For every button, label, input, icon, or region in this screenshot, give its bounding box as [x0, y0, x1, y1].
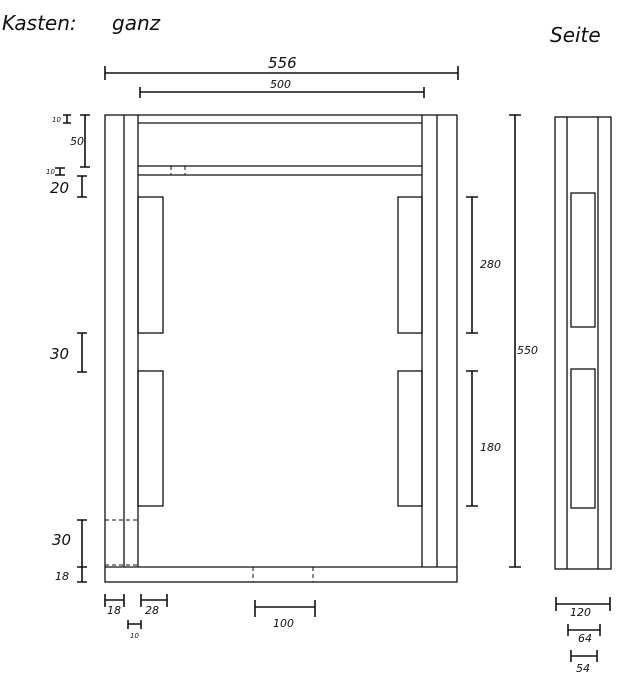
dimension-label: 30: [50, 345, 69, 363]
dimension-line: [104, 66, 459, 80]
side-frame: [554, 116, 612, 570]
left-panel-upper: [137, 196, 164, 334]
dimension-label: 28: [145, 604, 159, 617]
dimension-label: 10: [52, 116, 61, 124]
dimension-line: [509, 114, 521, 568]
dimension-label: 30: [52, 531, 71, 549]
dimension-label: 20: [50, 179, 69, 197]
dimension-label: 280: [480, 258, 501, 271]
dimension-line: [127, 620, 142, 629]
dimension-line: [104, 594, 125, 607]
dimension-label: 180: [480, 441, 501, 454]
dimension-line: [466, 370, 478, 507]
variant-label: ganz: [112, 11, 161, 35]
dimension-label: 550: [517, 344, 538, 357]
dimension-line: [555, 597, 611, 611]
dimension-line: [77, 332, 87, 373]
dimension-line: [254, 600, 316, 617]
dimension-line: [466, 196, 478, 334]
side-panel-upper: [570, 192, 596, 328]
dimension-line: [63, 114, 71, 124]
dimension-label: 64: [578, 632, 592, 645]
dimension-label: 54: [576, 662, 590, 675]
dimension-label: 50: [70, 135, 84, 148]
dimension-line: [55, 167, 65, 176]
side-panel-lower: [570, 368, 596, 509]
dimensions: 556 500 10 50 10 20 30 30 18 280 180 550…: [46, 54, 538, 640]
dimension-line: [80, 114, 90, 168]
dimension-label: 100: [273, 617, 294, 630]
dimension-label: 120: [570, 606, 591, 619]
dimension-line: [139, 87, 425, 98]
dimension-line: [77, 175, 87, 198]
dimension-label: 10: [46, 168, 55, 176]
dimension-label: 500: [270, 78, 291, 91]
dimension-line: [140, 594, 168, 607]
side-title: Seite: [550, 23, 601, 47]
dimension-label: 556: [268, 54, 297, 72]
dimension-label: 10: [130, 632, 139, 640]
left-panel-lower: [137, 370, 164, 507]
dimension-line: [77, 567, 87, 583]
dimension-line: [77, 519, 87, 568]
dimension-label: 18: [55, 570, 69, 583]
side-view: 120 64 54: [554, 116, 612, 675]
right-panel-upper: [397, 196, 423, 334]
dimension-line: [567, 624, 601, 636]
dimension-label: 18: [107, 604, 121, 617]
title-label: Kasten:: [2, 11, 77, 35]
right-panel-lower: [397, 370, 423, 507]
dimension-line: [570, 650, 598, 662]
front-view: [104, 114, 458, 583]
outer-frame: [104, 114, 458, 583]
